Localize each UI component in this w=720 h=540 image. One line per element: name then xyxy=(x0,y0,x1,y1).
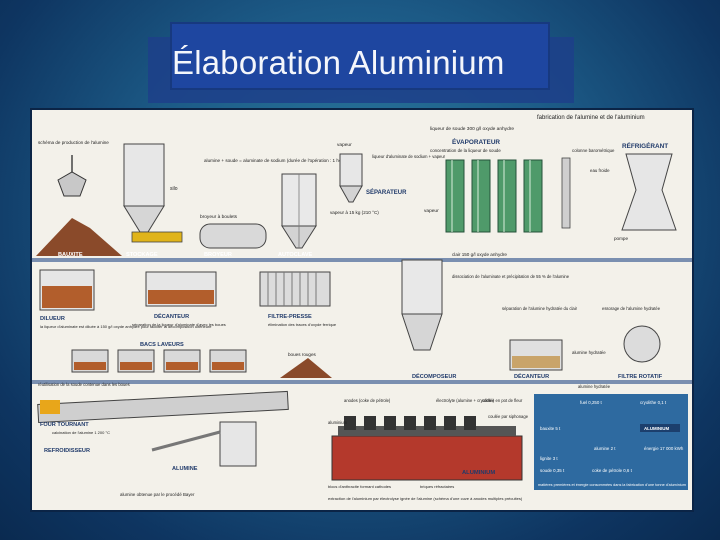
separateur-label: SÉPARATEUR xyxy=(366,188,407,196)
materials-panel xyxy=(534,394,688,490)
ball-mill-label: broyeur à boulets xyxy=(200,214,238,220)
liqueur-aluminate-label: liqueur d'aluminate de sodium + vapeur xyxy=(372,154,446,159)
separator xyxy=(339,153,363,203)
bacs-laveurs-label: BACS LAVEURS xyxy=(140,342,184,348)
decomposeur-label: DÉCOMPOSEUR xyxy=(412,372,456,380)
stockage-label: STOCKAGE xyxy=(126,252,158,258)
alumine-label: ALUMINE xyxy=(172,466,198,472)
aluminium-small-label: aluminium xyxy=(328,420,348,425)
coulee-siphonage-label: coulée par siphonage xyxy=(488,414,529,419)
cryolithe-label: cryolithe 0,1 t xyxy=(640,400,667,405)
pompe-label: pompe xyxy=(614,236,628,241)
coke-label: coke de pétrole 0,6 t xyxy=(592,468,633,473)
rotary-kiln xyxy=(37,390,289,424)
caption: fabrication de l'alumine et de l'alumini… xyxy=(537,115,645,121)
alumine-soude-label: alumine + soude = aluminate de sodium (d… xyxy=(204,158,350,163)
conveyor-line xyxy=(32,380,692,384)
matieres-label: matières premières et énergie consommées… xyxy=(538,483,686,487)
refrigerant-label: RÉFRIGÉRANT xyxy=(622,141,668,150)
evaporator-columns xyxy=(445,159,543,233)
silo xyxy=(123,143,165,233)
evaporateur-label: ÉVAPORATEUR xyxy=(452,137,500,146)
alumine-hydratee-label: alumine hydratée xyxy=(572,350,606,355)
vapeur-top-label: vapeur xyxy=(337,142,352,148)
fuel-label: fuel 0,250 t xyxy=(580,400,603,405)
schema-label: schéma de production de l'alumine xyxy=(38,140,109,145)
alumine-qty-label: alumine 2 t xyxy=(594,446,616,451)
decanteur2-fill xyxy=(512,356,560,368)
colonne-label: colonne barométrique xyxy=(572,148,615,153)
vapeur-mid-label: vapeur xyxy=(424,208,439,214)
four-sub: calcination de l'alumine 1 200 °C xyxy=(52,430,110,435)
dilueur-label: DILUEUR xyxy=(40,316,65,322)
process-diagram: fabrication de l'alumine et de l'alumini… xyxy=(30,108,694,512)
alumine-silo xyxy=(151,421,257,467)
slide-title: Élaboration Aluminium xyxy=(172,44,505,81)
silo-label: silo xyxy=(170,186,178,192)
four-tournant-label: FOUR TOURNANT xyxy=(40,422,89,428)
eau-froide-label: eau froide xyxy=(590,168,610,173)
decanteur-tank xyxy=(145,271,217,307)
process-diagram-svg: fabrication de l'alumine et de l'alumini… xyxy=(32,110,692,510)
energie-label: énergie 17 000 kWh xyxy=(644,446,684,451)
filtre-rotatif-drum xyxy=(623,325,661,363)
aluminium-qty-label: ALUMINIUM xyxy=(644,426,669,431)
ball-mill xyxy=(131,223,267,249)
dilueur-sub: la liqueur d'aluminate est diluée à 150 … xyxy=(40,324,212,329)
aluminium-big-label: ALUMINIUM xyxy=(462,470,495,476)
title-box xyxy=(170,22,550,90)
liqueur-soude-label: liqueur de soude 300 g/l oxyde anhydre xyxy=(430,126,514,132)
aluminium-badge xyxy=(640,424,680,432)
broyeur-label: BROYEUR xyxy=(204,252,232,258)
boues-pile xyxy=(280,358,332,378)
soude-label: soude 0,35 t xyxy=(540,468,565,473)
anodes-label: anodes (coke de pétrole) xyxy=(344,398,391,403)
essorage-label: essorage de l'alumine hydratée xyxy=(602,306,661,311)
boues-rouges-label: boues rouges xyxy=(288,352,317,357)
evaporateur-sub: concentration de la liqueur de soude xyxy=(430,148,501,153)
dissociation-label: dissociation de l'aluminate et précipita… xyxy=(452,274,570,279)
decanteur2-label: DÉCANTEUR xyxy=(514,372,549,380)
decanteur-label: DÉCANTEUR xyxy=(154,312,189,320)
autoclave xyxy=(281,173,317,249)
decanteur-sub: séparation de la liqueur d'aluminate d'a… xyxy=(132,322,226,327)
filter-press xyxy=(259,271,331,307)
separation-hydratee-label: séparation de l'alumine hydratée du clai… xyxy=(502,306,578,311)
bauxite-qty-label: bauxite 5 t xyxy=(540,426,561,431)
decomposeur xyxy=(401,259,443,351)
vapeur-pressure-label: vapeur à 15 kg (210 °C) xyxy=(330,210,379,215)
alumine-hydratee2-label: alumine hydratée xyxy=(578,384,611,389)
conveyor-line xyxy=(32,258,692,262)
extraction-label: extraction de l'aluminium par électrolys… xyxy=(328,496,523,501)
barometric-column xyxy=(561,157,571,229)
cooling-tower xyxy=(621,153,677,231)
coulee-label: coulée en pot de fleur xyxy=(482,398,523,403)
blocs-label: blocs d'anthracite formant cathodes xyxy=(328,484,391,489)
filtre-presse-label: FILTRE-PRESSE xyxy=(268,314,312,320)
autoclave-label: AUTOCLAVE xyxy=(278,252,313,258)
electrolyte-label: électrolyte (alumine + cryolithe) xyxy=(436,398,495,403)
filtre-rotatif-label: FILTRE ROTATIF xyxy=(618,374,663,380)
dilueur-tank xyxy=(39,269,95,311)
refroidisseur-label: REFROIDISSEUR xyxy=(44,448,90,454)
grab-bucket xyxy=(57,155,87,197)
bacs-laveurs xyxy=(71,349,247,373)
clair-label: clair 150 g/l oxyde anhydre xyxy=(452,252,507,257)
electrolysis-cell xyxy=(331,416,523,481)
lignite-label: lignite 3 t xyxy=(540,456,558,461)
bauxite-label: BAUXITE xyxy=(58,252,83,258)
alumine-bayer-label: alumine obtenue par le procédé Bayer xyxy=(120,492,195,497)
reutilisation-label: réutilisation de la soude contenue dans … xyxy=(38,382,130,387)
briques-label: briques réfractaires xyxy=(420,484,454,489)
filtre-sub: élimination des traces d'oxyde ferrique xyxy=(268,322,337,327)
bauxite-pile xyxy=(36,218,122,256)
